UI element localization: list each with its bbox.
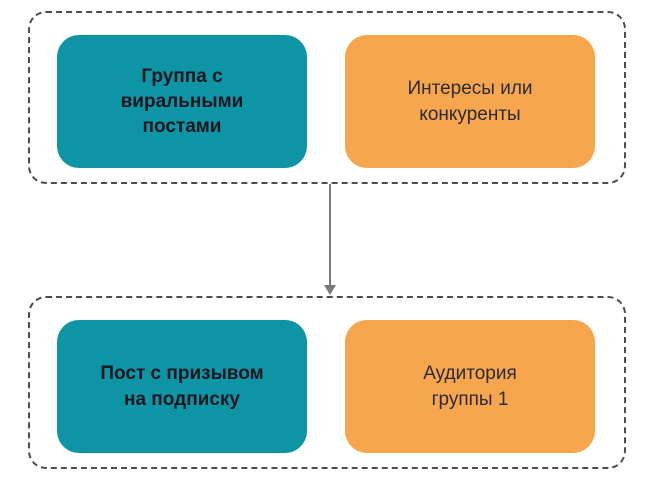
node-interests-or-competitors: Интересы или конкуренты: [345, 35, 595, 168]
cluster-target-audience: Пост с призывом на подписку Аудитория гр…: [28, 296, 626, 469]
node-viral-posts-group: Группа с виральными постами: [57, 35, 307, 168]
node-label-group-1-audience: Аудитория группы 1: [423, 363, 517, 410]
node-label-viral-posts-group: Группа с виральными постами: [120, 65, 244, 138]
node-label-interests-or-competitors: Интересы или конкуренты: [407, 78, 533, 125]
node-subscription-cta-post: Пост с призывом на подписку: [57, 320, 307, 453]
node-label-subscription-cta-post: Пост с призывом на подписку: [100, 363, 264, 410]
arrow-line: [329, 184, 331, 286]
arrow-down-connector: [324, 184, 336, 296]
node-group-1-audience: Аудитория группы 1: [345, 320, 595, 453]
cluster-source-audience: Группа с виральными постами Интересы или…: [28, 11, 626, 184]
arrow-head-icon: [324, 285, 336, 295]
